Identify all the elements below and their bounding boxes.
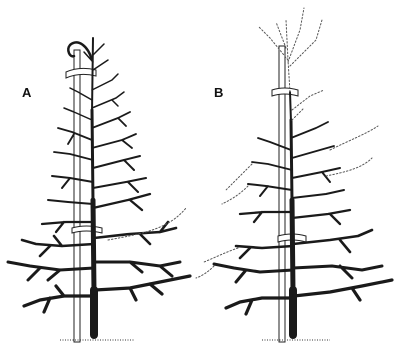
trunk-mid — [93, 200, 94, 292]
branches-right — [291, 122, 392, 300]
support-stake — [74, 50, 80, 342]
branches-right — [92, 44, 190, 300]
trunk-top — [92, 38, 93, 112]
panel-b: B — [196, 8, 392, 342]
panel-a: A — [8, 38, 190, 342]
panel-a-label: A — [22, 85, 32, 100]
trunk-top — [290, 92, 291, 122]
stake-tie-lower — [72, 226, 102, 233]
panel-b-label: B — [214, 85, 223, 100]
